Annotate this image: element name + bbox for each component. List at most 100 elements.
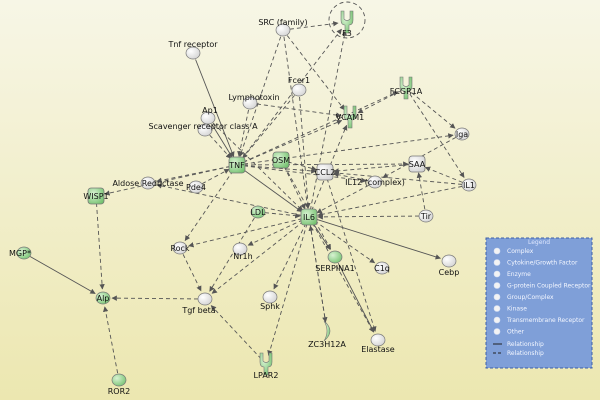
node-sphk[interactable]: Sphk xyxy=(260,290,280,311)
node-f3[interactable]: F3 xyxy=(340,10,354,38)
edge-il6-to-f3 xyxy=(309,30,347,211)
edge-fcgr1a-to-iga xyxy=(411,92,456,129)
node-il6[interactable]: IL6 xyxy=(300,208,318,226)
node-alp[interactable]: Alp xyxy=(95,291,111,305)
node-shape-circle-icon xyxy=(95,291,111,305)
node-label: IL12 (complex) xyxy=(345,178,405,187)
node-shape-receptor-icon xyxy=(343,105,357,129)
edge-il1-to-ccl2 xyxy=(333,170,463,185)
node-mgp[interactable]: MGP* xyxy=(9,246,32,260)
node-saa[interactable]: SAA xyxy=(408,155,426,173)
edge-tnf-to-fcgr1a xyxy=(243,91,399,163)
edge-ap1-to-tnf xyxy=(211,123,233,158)
node-lpar2[interactable]: LPAR2 xyxy=(254,352,279,380)
node-rock[interactable]: Rock xyxy=(170,241,190,255)
node-zc3h12a[interactable]: ZC3H12A xyxy=(308,320,346,349)
group-icon xyxy=(493,293,501,301)
node-nr1h[interactable]: Nr1h xyxy=(232,242,253,261)
node-shape-square-icon xyxy=(228,156,246,174)
node-label: TNF xyxy=(228,161,245,170)
node-label: Tnf receptor xyxy=(167,40,218,49)
node-label: Tir xyxy=(420,212,432,221)
node-shape-circle-icon xyxy=(250,205,266,219)
node-label: WISP1 xyxy=(83,192,108,201)
legend-item: Other xyxy=(493,328,525,336)
node-shape-circle-icon xyxy=(327,250,343,264)
edges-layer xyxy=(29,1,465,374)
edge-zc3h12a-to-il6 xyxy=(308,225,327,325)
node-aldo[interactable]: Aldose Reductase xyxy=(112,176,184,190)
node-shape-circle-icon xyxy=(291,83,307,97)
edge-F3-self-loop xyxy=(328,1,366,39)
node-src[interactable]: SRC (family) xyxy=(258,18,308,37)
node-label: Fcer1 xyxy=(288,76,310,85)
edge-fcgr1a-to-vcam1 xyxy=(357,90,400,114)
legend-solid-label: Relationship xyxy=(507,341,544,348)
node-shape-circle-icon xyxy=(262,290,278,304)
edge-scav-to-tnf xyxy=(209,134,232,159)
node-scav[interactable]: Scavenger receptor class A xyxy=(148,122,258,137)
edge-lympho-to-vcam1 xyxy=(256,103,342,118)
cytokine-icon xyxy=(493,259,501,266)
node-ap1[interactable]: Ap1 xyxy=(200,106,218,125)
legend-item: Transmembrane Receptor xyxy=(493,316,585,324)
node-ror2[interactable]: ROR2 xyxy=(108,373,131,396)
node-label: Cebp xyxy=(439,268,460,277)
legend-item-label: Kinase xyxy=(507,306,527,313)
node-serpina1[interactable]: SERPINA1 xyxy=(315,250,355,273)
edge-tnf-to-rock xyxy=(184,170,234,242)
node-lympho[interactable]: Lymphotoxin xyxy=(228,93,280,110)
edge-il12-to-ccl2 xyxy=(333,172,369,182)
node-shape-circle-icon xyxy=(367,175,383,189)
node-il1[interactable]: IL1 xyxy=(461,178,477,192)
node-label: SERPINA1 xyxy=(315,264,354,273)
node-shape-circle-icon xyxy=(16,246,32,260)
node-shape-circle-icon xyxy=(461,178,477,192)
node-tnfr[interactable]: Tnf receptor xyxy=(167,40,218,60)
node-vcam1[interactable]: VCAM1 xyxy=(336,105,365,129)
enzyme-icon xyxy=(493,270,501,278)
node-iga[interactable]: Iga xyxy=(454,127,470,141)
node-label: IL1 xyxy=(463,181,475,190)
node-pde4[interactable]: Pde4 xyxy=(186,180,206,194)
node-label: F3 xyxy=(342,29,352,38)
edge-osm-to-il6 xyxy=(283,166,306,210)
node-fcer1[interactable]: Fcer1 xyxy=(288,76,310,97)
node-label: Pde4 xyxy=(186,183,206,192)
legend-item: G-protein Coupled Receptor xyxy=(493,282,591,290)
legend-title: Legend xyxy=(528,239,550,246)
node-shape-circle-icon xyxy=(418,209,434,223)
node-label: LPAR2 xyxy=(254,371,279,380)
node-wisp1[interactable]: WISP1 xyxy=(83,187,109,205)
node-shape-receptor-icon xyxy=(259,352,273,376)
node-ccl2[interactable]: CCL2 xyxy=(315,163,336,181)
edge-il6-to-c1q xyxy=(314,220,376,264)
legend-item-label: Enzyme xyxy=(507,271,531,278)
edge-fcgr1a-to-il1 xyxy=(409,93,465,178)
node-shape-receptor-icon xyxy=(340,10,354,34)
edge-tnf-to-il6 xyxy=(242,168,303,213)
edge-tnf-to-ccl2 xyxy=(243,165,317,174)
edge-il6-to-sphk xyxy=(273,223,307,290)
node-label: MGP* xyxy=(9,249,31,258)
node-cebp[interactable]: Cebp xyxy=(439,254,460,277)
node-tir[interactable]: Tir xyxy=(418,209,434,223)
node-tnf[interactable]: TNF xyxy=(228,156,246,174)
node-shape-square-icon xyxy=(272,151,290,169)
node-shape-circle-icon xyxy=(188,180,204,194)
node-label: Iga xyxy=(456,130,468,139)
node-elastase[interactable]: Elastase xyxy=(361,333,395,354)
node-ldl[interactable]: LDL xyxy=(250,205,266,219)
node-tgfb[interactable]: Tgf beta xyxy=(181,292,216,315)
node-label: Scavenger receptor class A xyxy=(148,122,258,131)
node-shape-circle-icon xyxy=(172,241,188,255)
node-il12[interactable]: IL12 (complex) xyxy=(345,175,405,189)
node-shape-circle-icon xyxy=(185,46,201,60)
node-fcgr1a[interactable]: FCGR1A xyxy=(390,76,423,100)
node-osm[interactable]: OSM xyxy=(272,151,290,169)
node-c1q[interactable]: C1q xyxy=(374,261,390,275)
